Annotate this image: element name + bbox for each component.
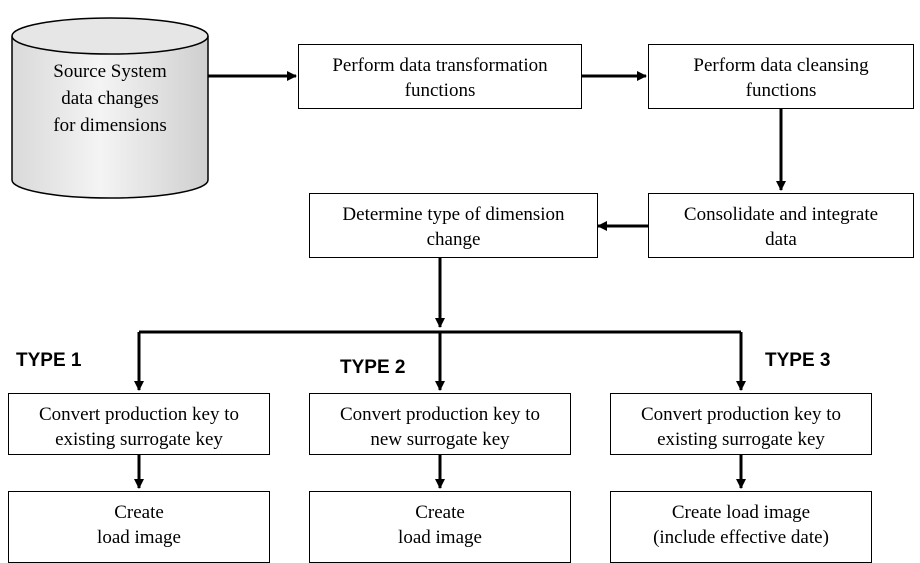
- determine-step-label: Determine type of dimension change: [342, 204, 565, 250]
- transform-step-label: Perform data transformation functions: [332, 55, 548, 101]
- database-cylinder-icon: [11, 17, 209, 199]
- cleanse-step: Perform data cleansing functions: [648, 44, 914, 109]
- transform-step: Perform data transformation functions: [298, 44, 582, 109]
- type2-convert-step: Convert production key to new surrogate …: [309, 393, 571, 455]
- cleanse-step-label: Perform data cleansing functions: [693, 55, 869, 101]
- source-system-label: Source System data changes for dimension…: [53, 61, 167, 136]
- type1-convert-step: Convert production key to existing surro…: [8, 393, 270, 455]
- type1-convert-label: Convert production key to existing surro…: [39, 404, 239, 450]
- type1-load-step: Create load image: [8, 491, 270, 563]
- type2-label: TYPE 2: [340, 357, 406, 378]
- type3-load-step: Create load image (include effective dat…: [610, 491, 872, 563]
- type3-label: TYPE 3: [765, 350, 831, 371]
- type2-convert-label: Convert production key to new surrogate …: [340, 404, 540, 450]
- type1-label: TYPE 1: [16, 350, 82, 371]
- type3-convert-label: Convert production key to existing surro…: [641, 404, 841, 450]
- determine-step: Determine type of dimension change: [309, 193, 598, 258]
- type3-convert-step: Convert production key to existing surro…: [610, 393, 872, 455]
- type2-load-step: Create load image: [309, 491, 571, 563]
- type3-load-label: Create load image (include effective dat…: [653, 502, 829, 548]
- type1-load-label: Create load image: [97, 502, 181, 548]
- type2-load-label: Create load image: [398, 502, 482, 548]
- consolidate-step-label: Consolidate and integrate data: [683, 204, 879, 250]
- consolidate-step: Consolidate and integrate data: [648, 193, 914, 258]
